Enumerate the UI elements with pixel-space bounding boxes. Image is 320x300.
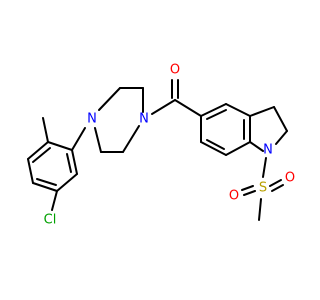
molecule-diagram: O N N Cl N S O O bbox=[27, 63, 295, 228]
bond-pip-4 bbox=[94, 127, 102, 153]
bond-five-1 bbox=[249, 106, 275, 117]
bond-cl bbox=[51, 190, 58, 211]
atom-oxygen-carbonyl: O bbox=[170, 63, 180, 78]
bond-ind-4 bbox=[225, 141, 251, 156]
bond-carbonyl-ar bbox=[174, 99, 202, 117]
atom-chlorine: Cl bbox=[44, 213, 57, 228]
bond-pip-6 bbox=[122, 125, 140, 153]
bond-ind-d1 bbox=[206, 109, 227, 120]
bond-n-aryl bbox=[71, 127, 86, 151]
bond-five-2 bbox=[273, 106, 288, 132]
bond-ind-1 bbox=[200, 103, 227, 117]
bond-ph-6 bbox=[71, 149, 78, 175]
atom-sulfur: S bbox=[259, 181, 267, 196]
bond-ph-1 bbox=[47, 141, 73, 151]
atom-nitrogen-indoline: N bbox=[263, 143, 273, 158]
bond-ph-d1 bbox=[32, 147, 51, 163]
bond-ind-2 bbox=[225, 103, 251, 117]
bond-ph-2 bbox=[27, 141, 49, 160]
bond-ph-4 bbox=[32, 182, 58, 192]
bond-ind-5 bbox=[200, 141, 227, 156]
bond-pip-3 bbox=[98, 87, 121, 111]
atom-nitrogen-piperazine-right: N bbox=[139, 112, 149, 127]
bond-five-4 bbox=[249, 141, 264, 152]
bond-n-s bbox=[262, 157, 267, 178]
bond-s-o-right-2 bbox=[271, 184, 284, 192]
atom-nitrogen-piperazine-left: N bbox=[87, 112, 97, 127]
atom-oxygen-sulfonyl-left: O bbox=[229, 189, 239, 204]
bond-s-o-right-1 bbox=[269, 179, 282, 187]
bond-carbonyl-n bbox=[151, 99, 176, 115]
bond-ph-3 bbox=[27, 158, 34, 184]
bond-s-o-left-2 bbox=[243, 190, 256, 196]
bond-five-3 bbox=[275, 130, 288, 145]
atom-oxygen-sulfonyl-right: O bbox=[285, 171, 295, 186]
bond-s-methyl bbox=[258, 198, 262, 221]
atom-labels: O N N Cl N S O O bbox=[44, 63, 295, 228]
bond-methyl bbox=[42, 117, 49, 143]
structure-canvas: O N N Cl N S O O bbox=[27, 62, 296, 228]
bond-ph-d3 bbox=[66, 153, 72, 173]
bond-ind-d3 bbox=[206, 139, 225, 150]
bonds bbox=[27, 79, 288, 221]
bond-s-o-left-1 bbox=[241, 185, 254, 191]
bond-ph-5 bbox=[56, 173, 78, 192]
bond-ph-d2 bbox=[36, 178, 57, 186]
